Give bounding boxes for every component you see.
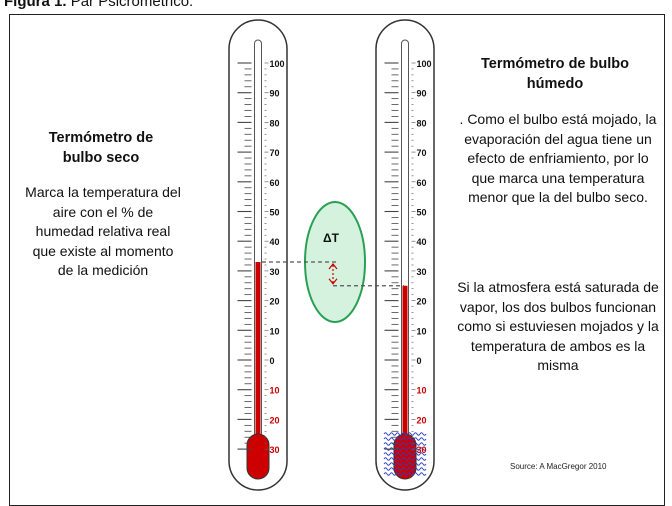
scale-label: 100 (417, 59, 432, 69)
figure-caption: Figura 1. Par Psicrométrico. (4, 0, 193, 10)
dry-bulb-description: Marca la temperatura del aire con el % d… (25, 184, 181, 279)
scale-label: 60 (270, 178, 280, 188)
scale-label: 60 (417, 178, 427, 188)
source-credit: Source: A MacGregor 2010 (510, 462, 607, 471)
scale-label: 20 (417, 415, 427, 425)
scale-label: 30 (270, 267, 280, 277)
wet-bulb-title: Termómetro de bulbo húmedo (481, 56, 629, 92)
scale-label: 90 (417, 89, 427, 99)
wet-scale-ticks (384, 62, 416, 450)
scale-label: 30 (417, 445, 427, 455)
scale-label: 20 (417, 297, 427, 307)
wick-wave-line (383, 437, 427, 441)
wet-wick-wrap (383, 432, 427, 476)
wet-bulb (393, 433, 417, 480)
delta-t-label: ΔT (323, 231, 340, 245)
scale-label: 80 (270, 118, 280, 128)
scale-label: 10 (270, 326, 280, 336)
scale-label: 80 (417, 118, 427, 128)
scale-label: 40 (270, 237, 280, 247)
wet-bulb-description-2: Si la atmosfera está saturada de vapor, … (457, 279, 659, 374)
delta-t-indicator: ΔT (262, 201, 404, 323)
scale-label: 70 (417, 148, 427, 158)
scale-label: 50 (270, 208, 280, 218)
wick-wave-line (383, 447, 427, 451)
scale-label: 100 (270, 59, 285, 69)
scale-label: 0 (270, 356, 275, 366)
wet-mercury-column (402, 285, 408, 440)
scale-label: 20 (270, 297, 280, 307)
dry-scale-ticks (237, 62, 269, 450)
wick-wave-line (383, 462, 427, 466)
scale-label: 70 (270, 148, 280, 158)
delta-arrow-head-down (328, 278, 338, 285)
wick-wave-line (383, 472, 427, 476)
scale-label: 50 (417, 208, 427, 218)
scale-label: 40 (417, 237, 427, 247)
wick-wave-line (383, 442, 427, 446)
figure-caption-title: Par Psicrométrico. (70, 0, 194, 10)
scale-label: 90 (270, 89, 280, 99)
wick-wave-line (383, 467, 427, 471)
wet-bulb-description-1: . Como el bulbo está mojado, la evaporac… (459, 111, 657, 206)
dry-bulb-title: Termómetro de bulbo seco (48, 130, 154, 166)
delta-arrow-head-up (328, 263, 338, 270)
figure-caption-label: Figura 1. (4, 0, 67, 10)
scale-label: 0 (417, 356, 422, 366)
wick-wave-line (383, 457, 427, 461)
scale-label: 30 (270, 445, 280, 455)
scale-label: 20 (270, 415, 280, 425)
wick-wave-line (383, 432, 427, 436)
wick-wave-line (383, 452, 427, 456)
scale-label: 10 (417, 326, 427, 336)
dry-mercury-column (255, 261, 261, 440)
dry-bulb (246, 433, 270, 480)
scale-label: 10 (417, 386, 427, 396)
scale-label: 10 (270, 386, 280, 396)
scale-label: 30 (417, 267, 427, 277)
